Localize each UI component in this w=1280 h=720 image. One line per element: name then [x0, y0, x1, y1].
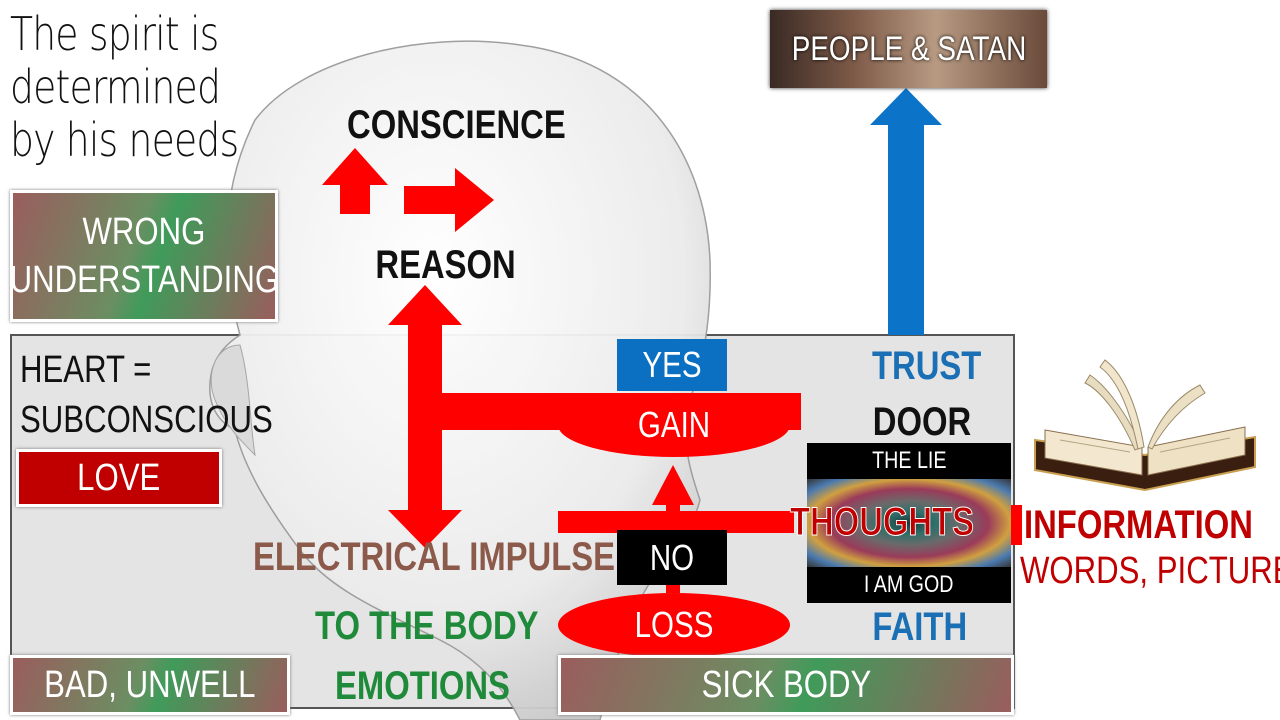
yes-box: YES — [617, 339, 727, 391]
title-line-3: by his needs — [10, 113, 239, 167]
heart-label: HEART = SUBCONSCIOUS — [20, 349, 273, 441]
wrong-understanding-box: WRONG UNDERSTANDING — [9, 190, 279, 322]
arrow-up-to-gain — [652, 465, 694, 593]
arrow-up-to-reason — [388, 285, 462, 393]
arrow-down-to-impulse — [388, 430, 462, 548]
the-lie-bar: THE LIE — [807, 443, 1011, 479]
title-line-2: determined — [10, 60, 221, 114]
people-satan-box: PEOPLE & SATAN — [770, 10, 1047, 88]
words-pictures-label: WORDS, PICTURES — [1020, 550, 1280, 592]
faith-label: FAITH — [872, 605, 968, 649]
bad-unwell-box: BAD, UNWELL — [10, 655, 290, 715]
bible-icon — [1034, 359, 1256, 492]
door-label: DOOR — [872, 400, 972, 444]
arrow-up-to-conscience — [322, 148, 388, 214]
reason-label: REASON — [375, 243, 516, 287]
arrow-right-reason — [404, 168, 494, 232]
information-label: INFORMATION — [1024, 503, 1253, 547]
to-the-body-label: TO THE BODY — [315, 604, 539, 648]
i-am-god-bar: I AM GOD — [807, 567, 1011, 603]
electrical-impulse-label: ELECTRICAL IMPULSE — [253, 535, 616, 579]
trust-label: TRUST — [871, 344, 982, 388]
conscience-label: CONSCIENCE — [347, 103, 566, 147]
thoughts-label: THOUGHTS — [790, 500, 975, 545]
arrow-up-to-people — [870, 88, 942, 335]
slide-title: The spirit is determined by his needs — [10, 7, 239, 167]
title-line-1: The spirit is — [10, 7, 219, 61]
eye-image — [807, 479, 1011, 567]
gain-ellipse: GAIN — [558, 393, 790, 457]
love-box: LOVE — [16, 449, 222, 507]
no-box: NO — [617, 530, 727, 585]
loss-ellipse: LOSS — [558, 593, 790, 657]
sick-body-box: SICK BODY — [558, 655, 1014, 715]
emotions-label: EMOTIONS — [335, 664, 510, 708]
